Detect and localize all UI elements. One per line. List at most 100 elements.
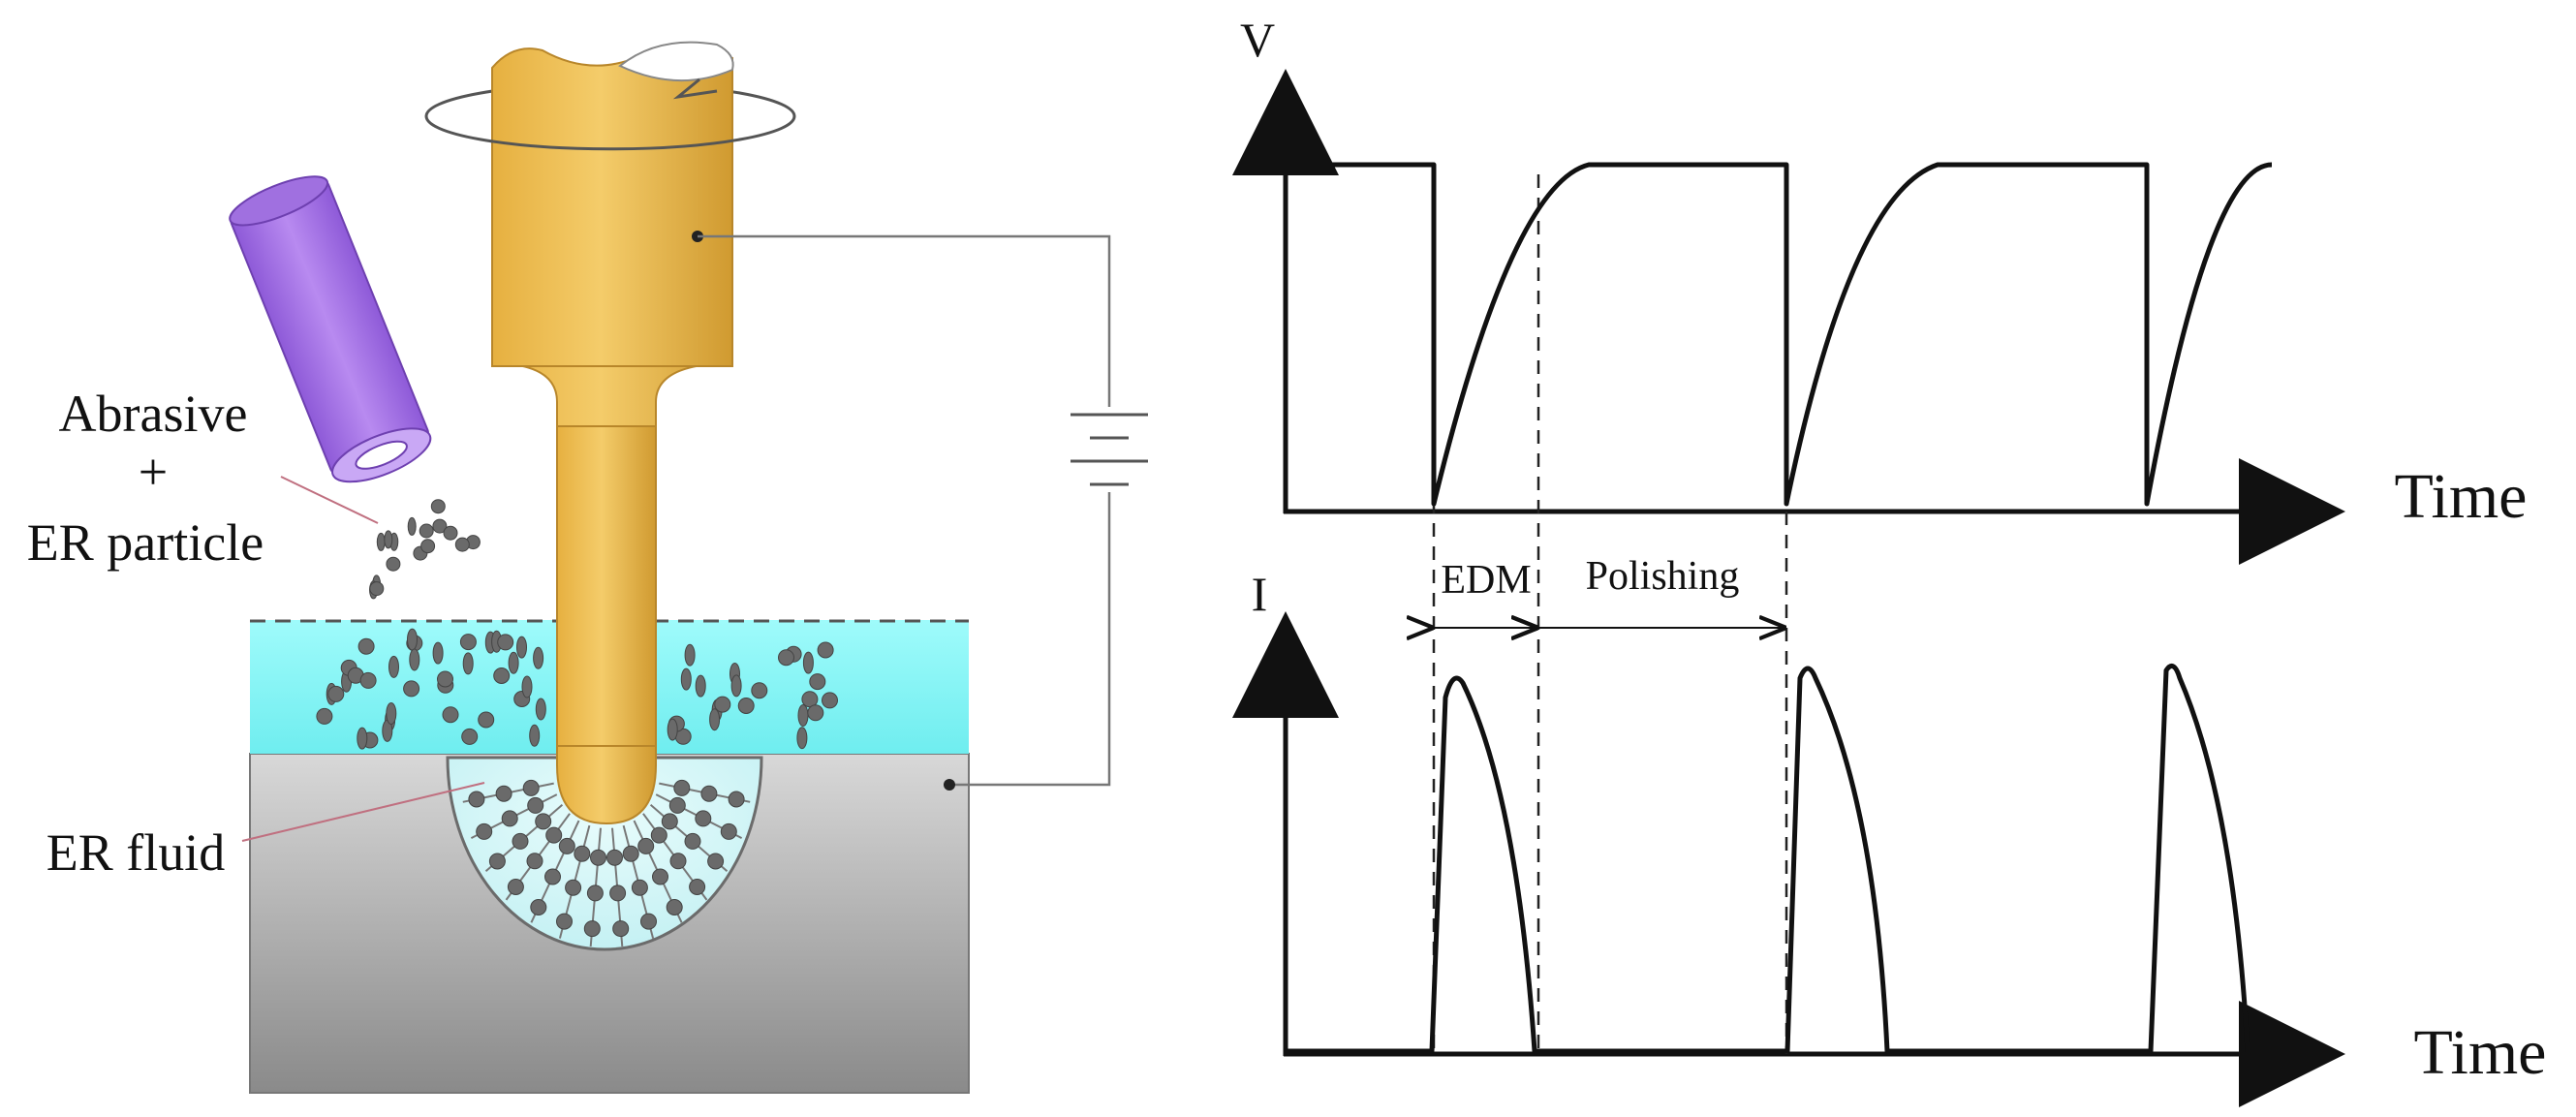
- chain-particle: [673, 779, 691, 796]
- chain-particle: [637, 837, 655, 854]
- falling-particles: [369, 499, 481, 600]
- chain-particle: [527, 796, 544, 814]
- falling-particle: [454, 537, 470, 552]
- chain-particle: [689, 879, 706, 895]
- falling-particle: [386, 556, 401, 572]
- suspended-particle: [817, 641, 834, 659]
- suspended-particle: [432, 641, 444, 665]
- chain-particle: [556, 913, 573, 930]
- suspended-particle: [516, 636, 527, 659]
- chain-particle: [574, 845, 591, 862]
- suspended-particle: [709, 708, 721, 731]
- suspended-particle: [442, 706, 459, 724]
- chain-particle: [495, 785, 512, 802]
- chain-particle: [522, 779, 540, 796]
- suspended-particle: [680, 667, 692, 691]
- chain-particle: [650, 826, 667, 844]
- machining-schematic: Abrasive + ER particle ER fluid: [27, 41, 1148, 1094]
- time-label-bottom: Time: [2414, 1017, 2547, 1088]
- suspended-particle: [407, 628, 418, 651]
- suspended-particle: [667, 718, 678, 741]
- chain-particle: [535, 813, 552, 830]
- suspended-particle: [684, 643, 696, 667]
- falling-particle: [419, 523, 434, 539]
- suspended-particle: [497, 634, 514, 651]
- chain-particle: [684, 832, 701, 850]
- suspended-particle: [751, 682, 768, 699]
- suspended-particle: [529, 724, 541, 747]
- polishing-phase-label: Polishing: [1586, 554, 1740, 599]
- suspended-particle: [508, 651, 519, 674]
- falling-particle: [369, 581, 385, 597]
- suspended-particle: [403, 680, 420, 698]
- chain-particle: [468, 791, 485, 808]
- rotation-ring-front: [424, 115, 796, 151]
- er-fluid-leader: [241, 782, 485, 842]
- suspended-particle: [802, 651, 814, 674]
- falling-particle: [384, 530, 393, 549]
- abrasive-label: Abrasive: [59, 385, 248, 443]
- er-particle-chains: [462, 779, 751, 946]
- suspended-particle: [801, 691, 819, 708]
- chain-particle: [609, 884, 627, 902]
- suspended-particle: [714, 696, 731, 713]
- er-particle-label: ER particle: [27, 513, 264, 572]
- chain-particle: [512, 832, 529, 850]
- chain-particle: [707, 853, 725, 870]
- time-label-top: Time: [2395, 461, 2528, 532]
- chain-particle: [530, 899, 547, 915]
- chain-particle: [544, 868, 561, 885]
- suspended-particle: [459, 634, 477, 651]
- chain-particle: [700, 785, 718, 802]
- chain-particle: [640, 913, 657, 930]
- suspended-particle: [737, 698, 755, 714]
- suspended-particle: [797, 704, 809, 727]
- chain-particle: [507, 879, 524, 895]
- voltage-waveform: [1286, 162, 2273, 507]
- suspended-particle: [386, 702, 397, 725]
- suspended-particle: [521, 675, 533, 698]
- chain-particle: [728, 791, 745, 808]
- chain-particle: [526, 853, 543, 870]
- suspended-particle: [778, 649, 794, 667]
- chain-particle: [545, 826, 563, 844]
- falling-particle: [407, 516, 417, 536]
- chain-particle: [652, 868, 668, 885]
- tool-electrode: [491, 41, 734, 825]
- rotation-arrow: [672, 78, 718, 100]
- suspended-particle: [493, 667, 511, 684]
- falling-particle: [376, 532, 386, 551]
- phase-markers: [1432, 174, 1788, 1054]
- chain-particle: [666, 899, 683, 915]
- suspended-particle: [822, 692, 838, 709]
- suspended-particle: [437, 670, 453, 688]
- chain-particle: [586, 884, 604, 902]
- plus-label: +: [139, 443, 168, 501]
- waveform-chart: V I Time Time EDM Polishing: [1232, 13, 2547, 1107]
- suspended-particle: [796, 727, 808, 750]
- chain-particle: [583, 920, 601, 938]
- suspended-particle: [462, 652, 474, 675]
- suspended-particle: [409, 648, 420, 671]
- falling-particle: [430, 499, 446, 514]
- er-fluid-label: ER fluid: [47, 823, 226, 882]
- workpiece-contact-dot: [944, 779, 955, 791]
- chain-particle: [565, 879, 582, 896]
- falling-particle: [443, 525, 458, 541]
- falling-particle: [432, 518, 448, 534]
- current-waveform: [1286, 664, 2262, 1054]
- suspended-particle: [533, 646, 544, 669]
- suspended-particle: [357, 637, 375, 655]
- chain-particle: [695, 810, 712, 827]
- chain-particle: [669, 853, 687, 870]
- suspended-particle: [535, 698, 546, 721]
- current-axis-label: I: [1252, 567, 1268, 621]
- chain-particle: [612, 920, 630, 938]
- chain-particle: [661, 813, 678, 830]
- chain-particle: [488, 853, 506, 870]
- falling-particle: [420, 539, 436, 554]
- nozzle: [229, 175, 432, 483]
- chain-particle: [668, 796, 686, 814]
